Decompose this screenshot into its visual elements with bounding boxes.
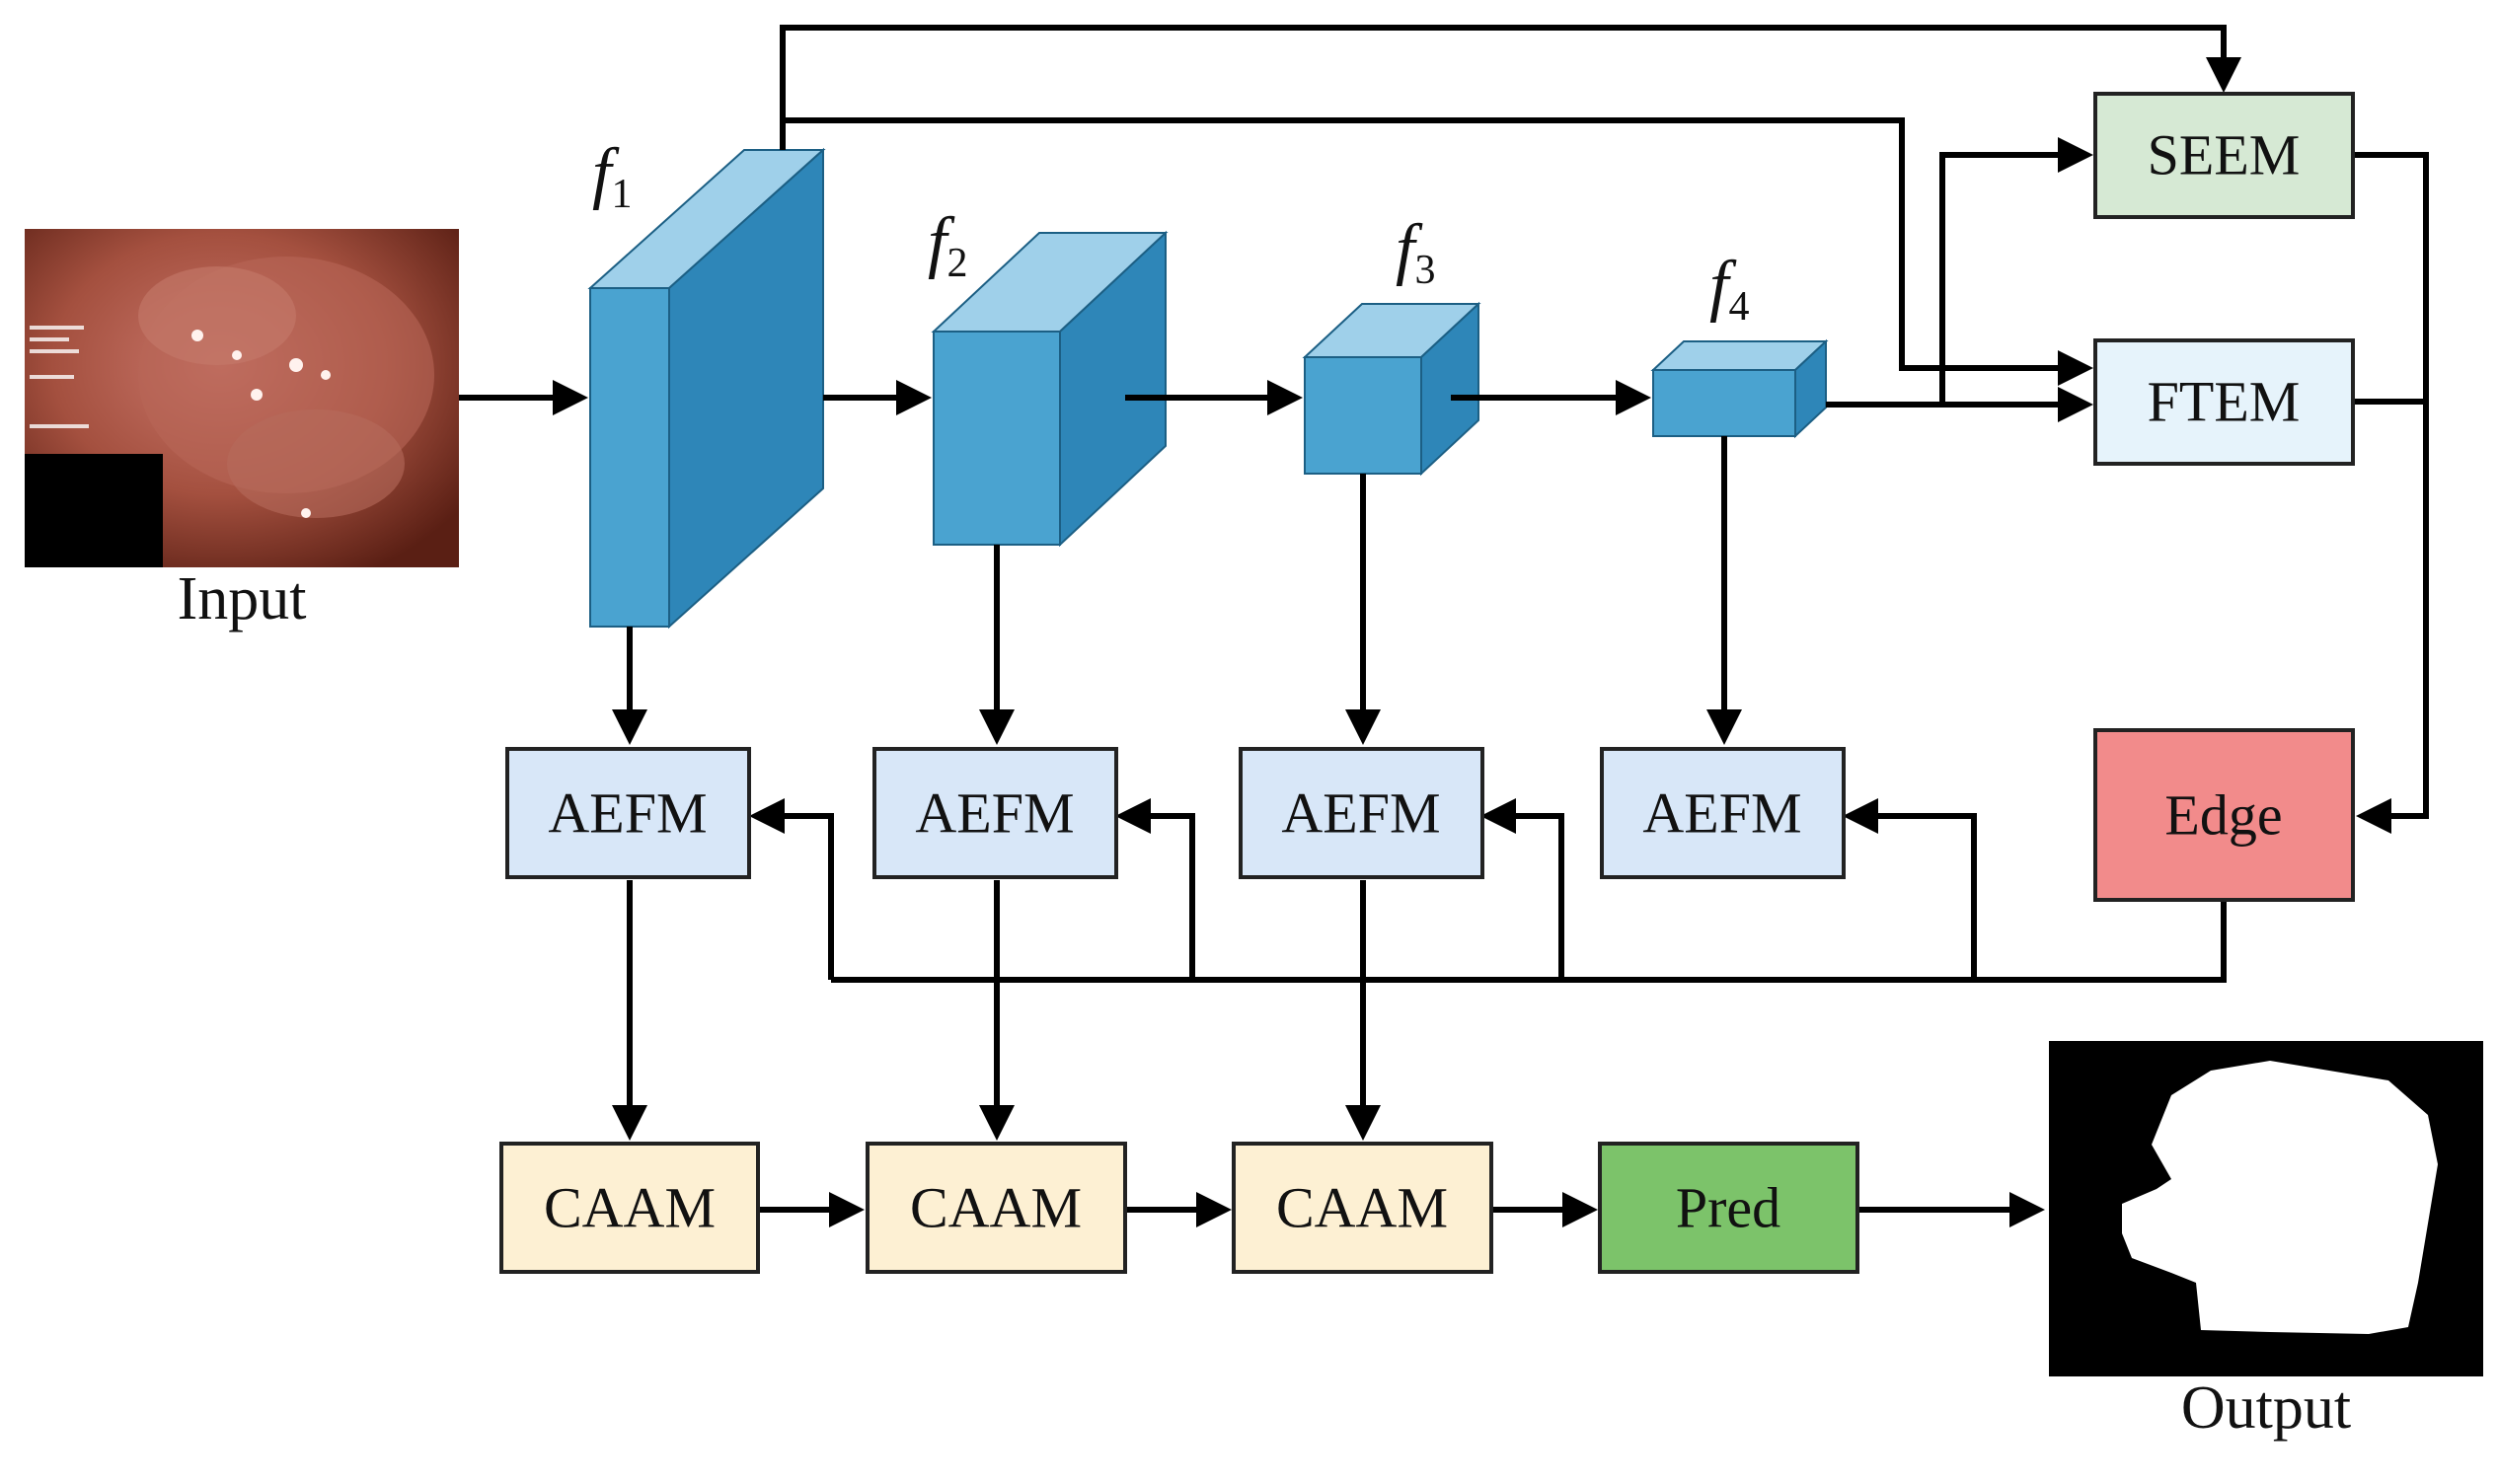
aefm-module-4: AEFM — [1600, 747, 1846, 879]
pred-module: Pred — [1598, 1142, 1859, 1274]
pred-label: Pred — [1676, 1176, 1780, 1240]
aefm-module-2: AEFM — [872, 747, 1118, 879]
aefm-label: AEFM — [548, 781, 707, 846]
feature-label-f1: f1 — [592, 135, 632, 217]
caam-module-3: CAAM — [1232, 1142, 1493, 1274]
aefm-label: AEFM — [1642, 781, 1801, 846]
feature-label-f3: f3 — [1396, 211, 1435, 293]
aefm-label: AEFM — [1281, 781, 1440, 846]
feature-cube-f1 — [587, 147, 826, 630]
connections — [459, 25, 2429, 1227]
caam-module-2: CAAM — [866, 1142, 1127, 1274]
ftem-module: FTEM — [2093, 338, 2355, 466]
output-label: Output — [2181, 1374, 2351, 1442]
feature-cube-f4 — [1650, 338, 1829, 439]
feature-cube-f2 — [931, 230, 1169, 548]
caam-label: CAAM — [910, 1176, 1082, 1240]
caam-module-1: CAAM — [499, 1142, 760, 1274]
seem-label: SEEM — [2148, 123, 2301, 187]
feature-label-f4: f4 — [1709, 248, 1749, 330]
aefm-label: AEFM — [915, 781, 1074, 846]
feature-cube-f3 — [1302, 301, 1481, 477]
feature-label-f2: f2 — [928, 204, 967, 286]
input-image — [25, 229, 459, 567]
caam-label: CAAM — [1276, 1176, 1448, 1240]
aefm-module-3: AEFM — [1239, 747, 1484, 879]
output-mask — [2049, 1041, 2483, 1376]
aefm-module-1: AEFM — [505, 747, 751, 879]
seem-module: SEEM — [2093, 92, 2355, 219]
edge-label: Edge — [2164, 783, 2282, 848]
caam-label: CAAM — [544, 1176, 716, 1240]
edge-module: Edge — [2093, 728, 2355, 902]
input-label: Input — [178, 565, 307, 632]
ftem-label: FTEM — [2148, 370, 2301, 434]
